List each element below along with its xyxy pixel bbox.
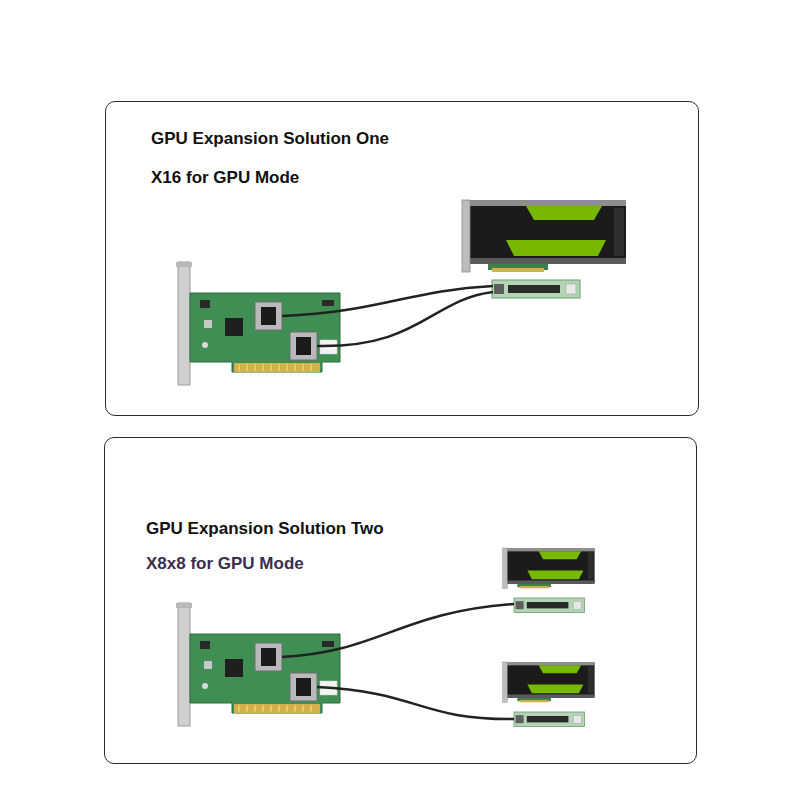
- host-adapter-card: [176, 603, 340, 726]
- gpu-riser-board: [492, 280, 580, 298]
- gpu-card: [503, 548, 595, 588]
- cable: [317, 687, 514, 719]
- gpu-riser-board: [514, 598, 584, 612]
- host-adapter-card: [176, 262, 340, 385]
- panel-subtitle: X8x8 for GPU Mode: [146, 553, 304, 575]
- panel-subtitle: X16 for GPU Mode: [151, 167, 299, 189]
- gpu-card: [462, 200, 626, 272]
- cable: [317, 292, 493, 346]
- panel-title: GPU Expansion Solution Two: [146, 518, 384, 540]
- gpu-card: [503, 662, 595, 702]
- panel-box: GPU Expansion Solution TwoX8x8 for GPU M…: [104, 437, 697, 764]
- gpu-riser-board: [514, 712, 584, 726]
- panel-box: GPU Expansion Solution OneX16 for GPU Mo…: [105, 101, 699, 416]
- panel-title: GPU Expansion Solution One: [151, 128, 389, 150]
- cable: [282, 604, 514, 657]
